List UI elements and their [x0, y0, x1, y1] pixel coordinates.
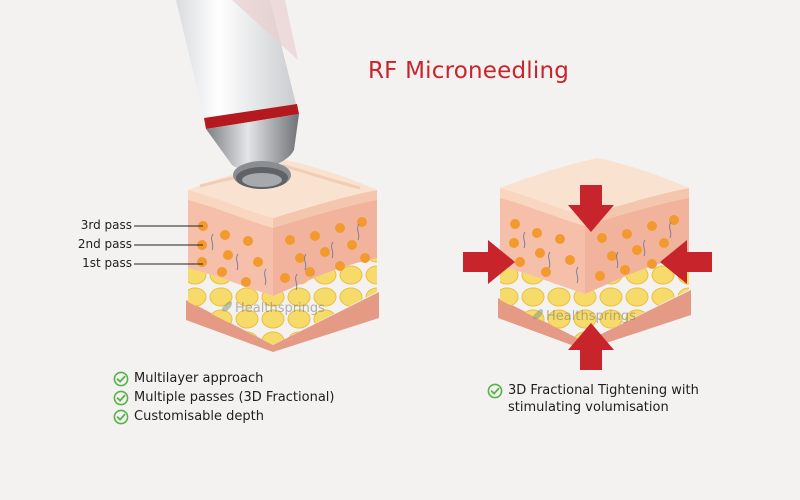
- watermark-text-right: Healthsprings: [546, 309, 636, 324]
- base-layer-right: [498, 290, 691, 350]
- watermark-right: Healthsprings: [533, 309, 636, 324]
- skin-block-right: [463, 158, 712, 370]
- page-title: RF Microneedling: [368, 58, 570, 84]
- fat-layer-right-right-face: [585, 256, 689, 342]
- tightening-arrows: [463, 185, 712, 370]
- feature-label: Customisable depth: [134, 409, 264, 424]
- epidermis-left: [188, 190, 273, 228]
- pass-label-2: 2nd pass: [77, 237, 132, 251]
- dermis-right-left-face: [500, 196, 585, 294]
- fibres-right: [523, 221, 672, 284]
- feature-label: 3D Fractional Tightening with stimulatin…: [508, 383, 699, 415]
- surface-wave: [199, 164, 361, 190]
- rf-dots-left: [197, 217, 370, 287]
- arrow-down: [568, 185, 614, 232]
- rf-handpiece: [176, 0, 299, 189]
- arrow-right: [463, 240, 515, 284]
- feature-item: Multiple passes (3D Fractional): [113, 389, 334, 406]
- feature-item: Multilayer approach: [113, 370, 263, 387]
- epidermis-right-left: [500, 188, 585, 226]
- check-circle-icon: [487, 383, 503, 399]
- feature-item: 3D Fractional Tightening with stimulatin…: [487, 382, 717, 416]
- pass-label-3: 3rd pass: [80, 218, 132, 232]
- pass-label-1: 1st pass: [82, 256, 132, 270]
- feature-label: Multiple passes (3D Fractional): [134, 390, 335, 405]
- check-circle-icon: [113, 390, 129, 406]
- feature-label: Multilayer approach: [134, 371, 264, 386]
- handpiece-tip: [206, 114, 299, 170]
- epidermis-right: [273, 190, 377, 228]
- check-circle-icon: [113, 409, 129, 425]
- skin-block-left: [134, 160, 379, 352]
- base-layer: [186, 292, 379, 352]
- fat-layer-right: [273, 258, 377, 345]
- feature-item: Customisable depth: [113, 408, 264, 425]
- watermark-left: Healthsprings: [222, 301, 325, 316]
- epidermis-right-right: [585, 188, 689, 226]
- arrow-left: [660, 240, 712, 284]
- fibres-left: [211, 223, 360, 291]
- arrow-up: [568, 323, 614, 370]
- watermark-text-left: Healthsprings: [235, 301, 325, 316]
- fat-layer-right-left-face: [500, 266, 585, 342]
- dermis-layer: [188, 198, 273, 296]
- check-circle-icon: [113, 371, 129, 387]
- handpiece-red-band: [204, 104, 299, 129]
- rf-dots-right: [509, 215, 679, 281]
